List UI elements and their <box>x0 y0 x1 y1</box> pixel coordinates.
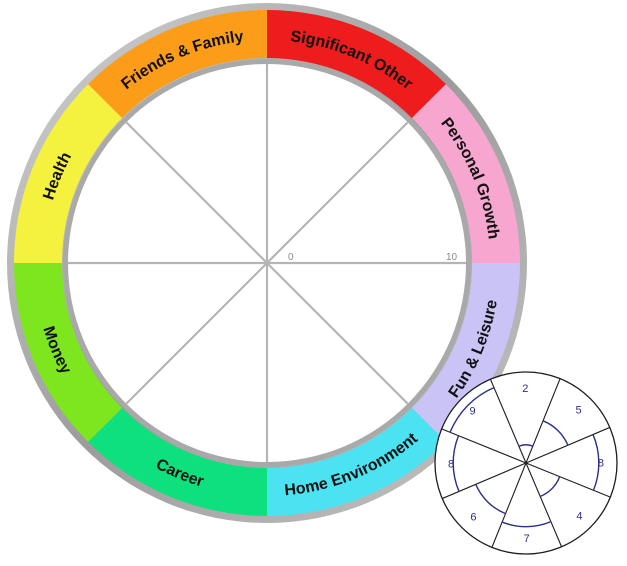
example-score-arc-5 <box>452 435 460 492</box>
example-spoke-5 <box>442 462 527 500</box>
example-score-label-3: 7 <box>524 533 530 545</box>
example-score-arc-1 <box>592 434 600 491</box>
example-spoke-6 <box>441 428 527 464</box>
example-score-arc-7 <box>518 444 534 447</box>
example-spoke-2 <box>525 462 611 498</box>
segment-0 <box>267 10 446 119</box>
example-score-label-0: 5 <box>576 405 582 417</box>
segment-2 <box>411 263 520 442</box>
spoke-7 <box>125 121 268 264</box>
segment-4 <box>88 407 267 516</box>
segment-3 <box>267 407 446 516</box>
segment-7 <box>88 10 267 119</box>
example-score-arc-3 <box>501 520 552 528</box>
segment-1 <box>411 84 520 263</box>
example-score-label-2: 4 <box>576 511 582 523</box>
example-spoke-0 <box>525 378 561 464</box>
spoke-3 <box>266 262 409 405</box>
example-score-label-7: 2 <box>522 383 528 395</box>
example-score-label-6: 9 <box>469 405 475 417</box>
segment-6 <box>14 84 123 263</box>
scale-min-label: 0 <box>288 252 294 263</box>
example-score-arc-6 <box>449 386 495 433</box>
spoke-1 <box>266 121 409 264</box>
example-scored-wheel: 5 8 4 7 6 8 9 2 <box>434 371 618 555</box>
example-spoke-3 <box>525 462 563 547</box>
scale-max-label: 10 <box>446 252 458 263</box>
example-score-label-1: 8 <box>598 457 604 469</box>
segment-5 <box>14 263 123 442</box>
example-score-label-4: 6 <box>470 511 476 523</box>
spoke-5 <box>125 262 268 405</box>
example-spoke-4 <box>491 462 527 548</box>
example-spoke-7 <box>489 379 527 464</box>
example-score-arc-2 <box>539 476 561 498</box>
example-score-arc-4 <box>475 484 506 515</box>
example-score-arc-0 <box>542 420 569 446</box>
example-score-label-5: 8 <box>448 459 454 471</box>
